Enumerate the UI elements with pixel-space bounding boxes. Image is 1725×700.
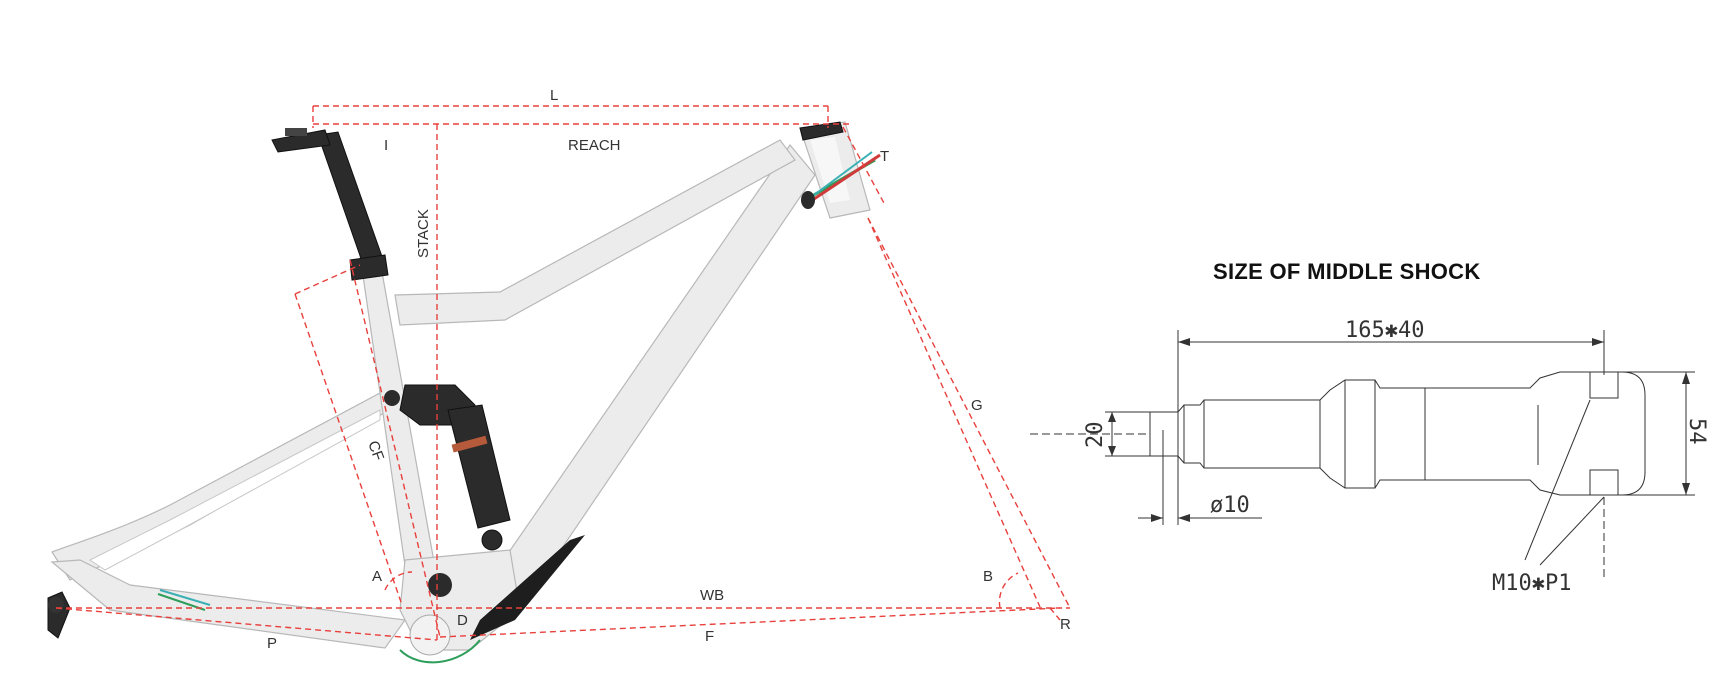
label-A: A xyxy=(372,568,382,585)
geometry-labels: L I REACH STACK T G CF A B WB D P F R xyxy=(267,87,1071,652)
geometry-lines xyxy=(55,105,1071,641)
shock-length-dim: 165✱40 xyxy=(1345,318,1424,343)
bike-frame-illustration xyxy=(47,121,881,664)
label-stack: STACK xyxy=(415,209,432,258)
label-P: P xyxy=(267,635,277,652)
label-G: G xyxy=(971,397,983,414)
shock-thread-dim: M10✱P1 xyxy=(1492,571,1571,596)
label-reach: REACH xyxy=(568,137,621,154)
shock-title: SIZE OF MIDDLE SHOCK xyxy=(1213,259,1481,284)
shock-outline xyxy=(1149,371,1646,496)
label-T: T xyxy=(880,148,889,165)
label-WB: WB xyxy=(700,587,724,604)
label-D: D xyxy=(457,612,468,629)
label-L: L xyxy=(550,87,558,104)
shock-drawing: SIZE OF MIDDLE SHOCK 165✱40 20 xyxy=(1030,259,1709,596)
shock-height-dim: 54 xyxy=(1684,418,1709,445)
label-F: F xyxy=(705,628,714,645)
label-R: R xyxy=(1060,616,1071,633)
label-B: B xyxy=(983,568,993,585)
label-I: I xyxy=(384,137,388,154)
label-CF: CF xyxy=(364,439,387,464)
shock-bolt-dim: ø10 xyxy=(1210,493,1250,518)
shock-eye-dim: 20 xyxy=(1083,422,1108,449)
